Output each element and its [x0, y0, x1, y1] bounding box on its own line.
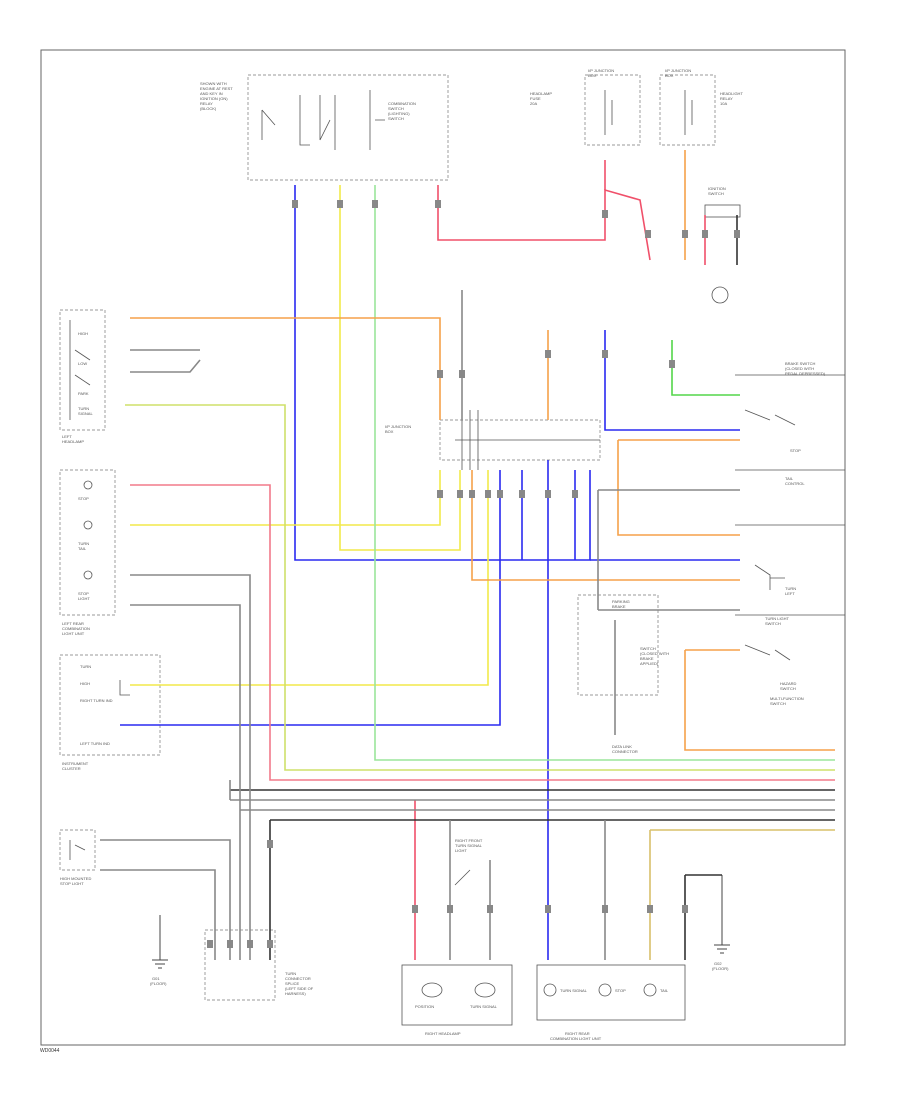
diagram-frame [40, 49, 846, 1046]
top-relay-label: SHOWN WITH ENGINE AT REST AND KEY IN IGN… [200, 81, 234, 111]
left-bottom-splice: TURN CONNECTOR SPLICE (LEFT SIDE OF HARN… [204, 929, 314, 1001]
svg-text:IGNITION SWITCH: IGNITION SWITCH [708, 186, 727, 196]
high-mounted-stop-light: HIGH MOUNTED STOP LIGHT [59, 829, 96, 886]
svg-text:TURN SIGNAL STOP T: TURN SIGNAL STOP TAIL [560, 988, 669, 993]
svg-text:STOP: STOP [790, 448, 801, 453]
svg-text:MULTI-FUNCTION SWITCH: MULTI-FUNCTION SWITCH [770, 696, 805, 706]
ground-g01: G01 (FLOOR) [150, 915, 168, 986]
svg-text:TURN HIGH RIGHT TU: TURN HIGH RIGHT TURN IND LEFT TURN IND [80, 664, 114, 746]
svg-text:INSTRUMENT CLUSTER: INSTRUMENT CLUSTER [62, 761, 89, 771]
svg-text:TURN LIGHT SWITCH: TURN LIGHT SWITCH [765, 616, 790, 626]
svg-text:TAIL CONTROL: TAIL CONTROL [785, 476, 805, 486]
svg-text:TURN CONNECTOR SPL: TURN CONNECTOR SPLICE (LEFT SIDE OF HARN… [285, 971, 314, 996]
left-rear-combination-light: LEFT REAR COMBINATION LIGHT UNIT STOP TU… [59, 469, 116, 636]
svg-text:I/P JUNCTION BOX: I/P JUNCTION BOX [665, 68, 692, 78]
svg-text:RIGHT REAR COMBINATION L: RIGHT REAR COMBINATION LIGHT UNIT [550, 1031, 602, 1041]
svg-text:PARKING BRAKE SWIT: PARKING BRAKE SWITCH (CLOSED WITH BRAKE … [612, 599, 670, 666]
svg-text:HAZARD SWITCH: HAZARD SWITCH [780, 681, 798, 691]
fuse-block-left: I/P JUNCTION BOX HEADLAMP FUSE 20A [530, 68, 641, 146]
page-code: WD0044 [40, 1048, 60, 1054]
svg-text:G01 (FLOOR): G01 (FLOOR) [150, 976, 167, 986]
instrument-cluster: INSTRUMENT CLUSTER TURN HIGH RIGHT TURN … [59, 654, 161, 771]
svg-text:LEFT REAR COMBINATION: LEFT REAR COMBINATION LIGHT UNIT [62, 621, 91, 636]
svg-text:HIGH LOW PARK: HIGH LOW PARK TURN SIGNAL [78, 331, 93, 416]
svg-text:HEADLAMP FUSE 20A: HEADLAMP FUSE 20A [530, 91, 553, 106]
wires [100, 150, 835, 960]
svg-text:DATA LINK CONNECTOR: DATA LINK CONNECTOR [612, 744, 638, 754]
top-relay-block: SHOWN WITH ENGINE AT REST AND KEY IN IGN… [200, 74, 449, 181]
svg-text:I/P JUNCTION BOX: I/P JUNCTION BOX [588, 68, 615, 78]
svg-text:RIGHT FRONT TURN SIGNAL: RIGHT FRONT TURN SIGNAL LIGHT [455, 838, 483, 853]
svg-text:I/P JUNCTION BOX: I/P JUNCTION BOX [385, 424, 412, 434]
svg-text:G02 (FLOOR): G02 (FLOOR) [712, 961, 729, 971]
fuse-block-right: I/P JUNCTION BOX HEADLIGHT RELAY 10A [659, 68, 744, 146]
svg-text:TURN LEFT: TURN LEFT [785, 586, 797, 596]
right-headlamp: RIGHT HEADLAMP POSITION TURN SIGNAL RIGH… [401, 838, 513, 1036]
ip-junction-box: I/P JUNCTION BOX [385, 410, 601, 470]
svg-text:STOP TURN TAIL: STOP TURN TAIL STOP LIGHT [78, 496, 90, 601]
svg-text:BRAKE SWITCH (CLOSED WIT: BRAKE SWITCH (CLOSED WITH PEDAL DEPRESSE… [785, 361, 826, 376]
ignition-unit: IGNITION SWITCH [704, 186, 741, 304]
right-switch-block: BRAKE SWITCH (CLOSED WITH PEDAL DEPRESSE… [577, 361, 845, 754]
svg-text:RIGHT HEADLAMP: RIGHT HEADLAMP [425, 1031, 461, 1036]
svg-text:HEADLIGHT RELAY 10: HEADLIGHT RELAY 10A [720, 91, 744, 106]
combination-relay-label: COMBINATION SWITCH (LIGHTING) SWITCH [388, 101, 417, 121]
left-headlamp: LEFT HEADLAMP HIGH LOW PARK TURN SIGNAL [59, 309, 106, 444]
svg-text:LEFT HEADLAMP: LEFT HEADLAMP [62, 434, 84, 444]
right-rear-combination-light: RIGHT REAR COMBINATION LIGHT UNIT TURN S… [536, 964, 686, 1041]
ground-g02: G02 (FLOOR) [712, 875, 730, 971]
svg-text:POSITION TURN SIGNAL: POSITION TURN SIGNAL [415, 1004, 498, 1009]
svg-text:HIGH MOUNTED STOP LIGHT: HIGH MOUNTED STOP LIGHT [60, 876, 92, 886]
